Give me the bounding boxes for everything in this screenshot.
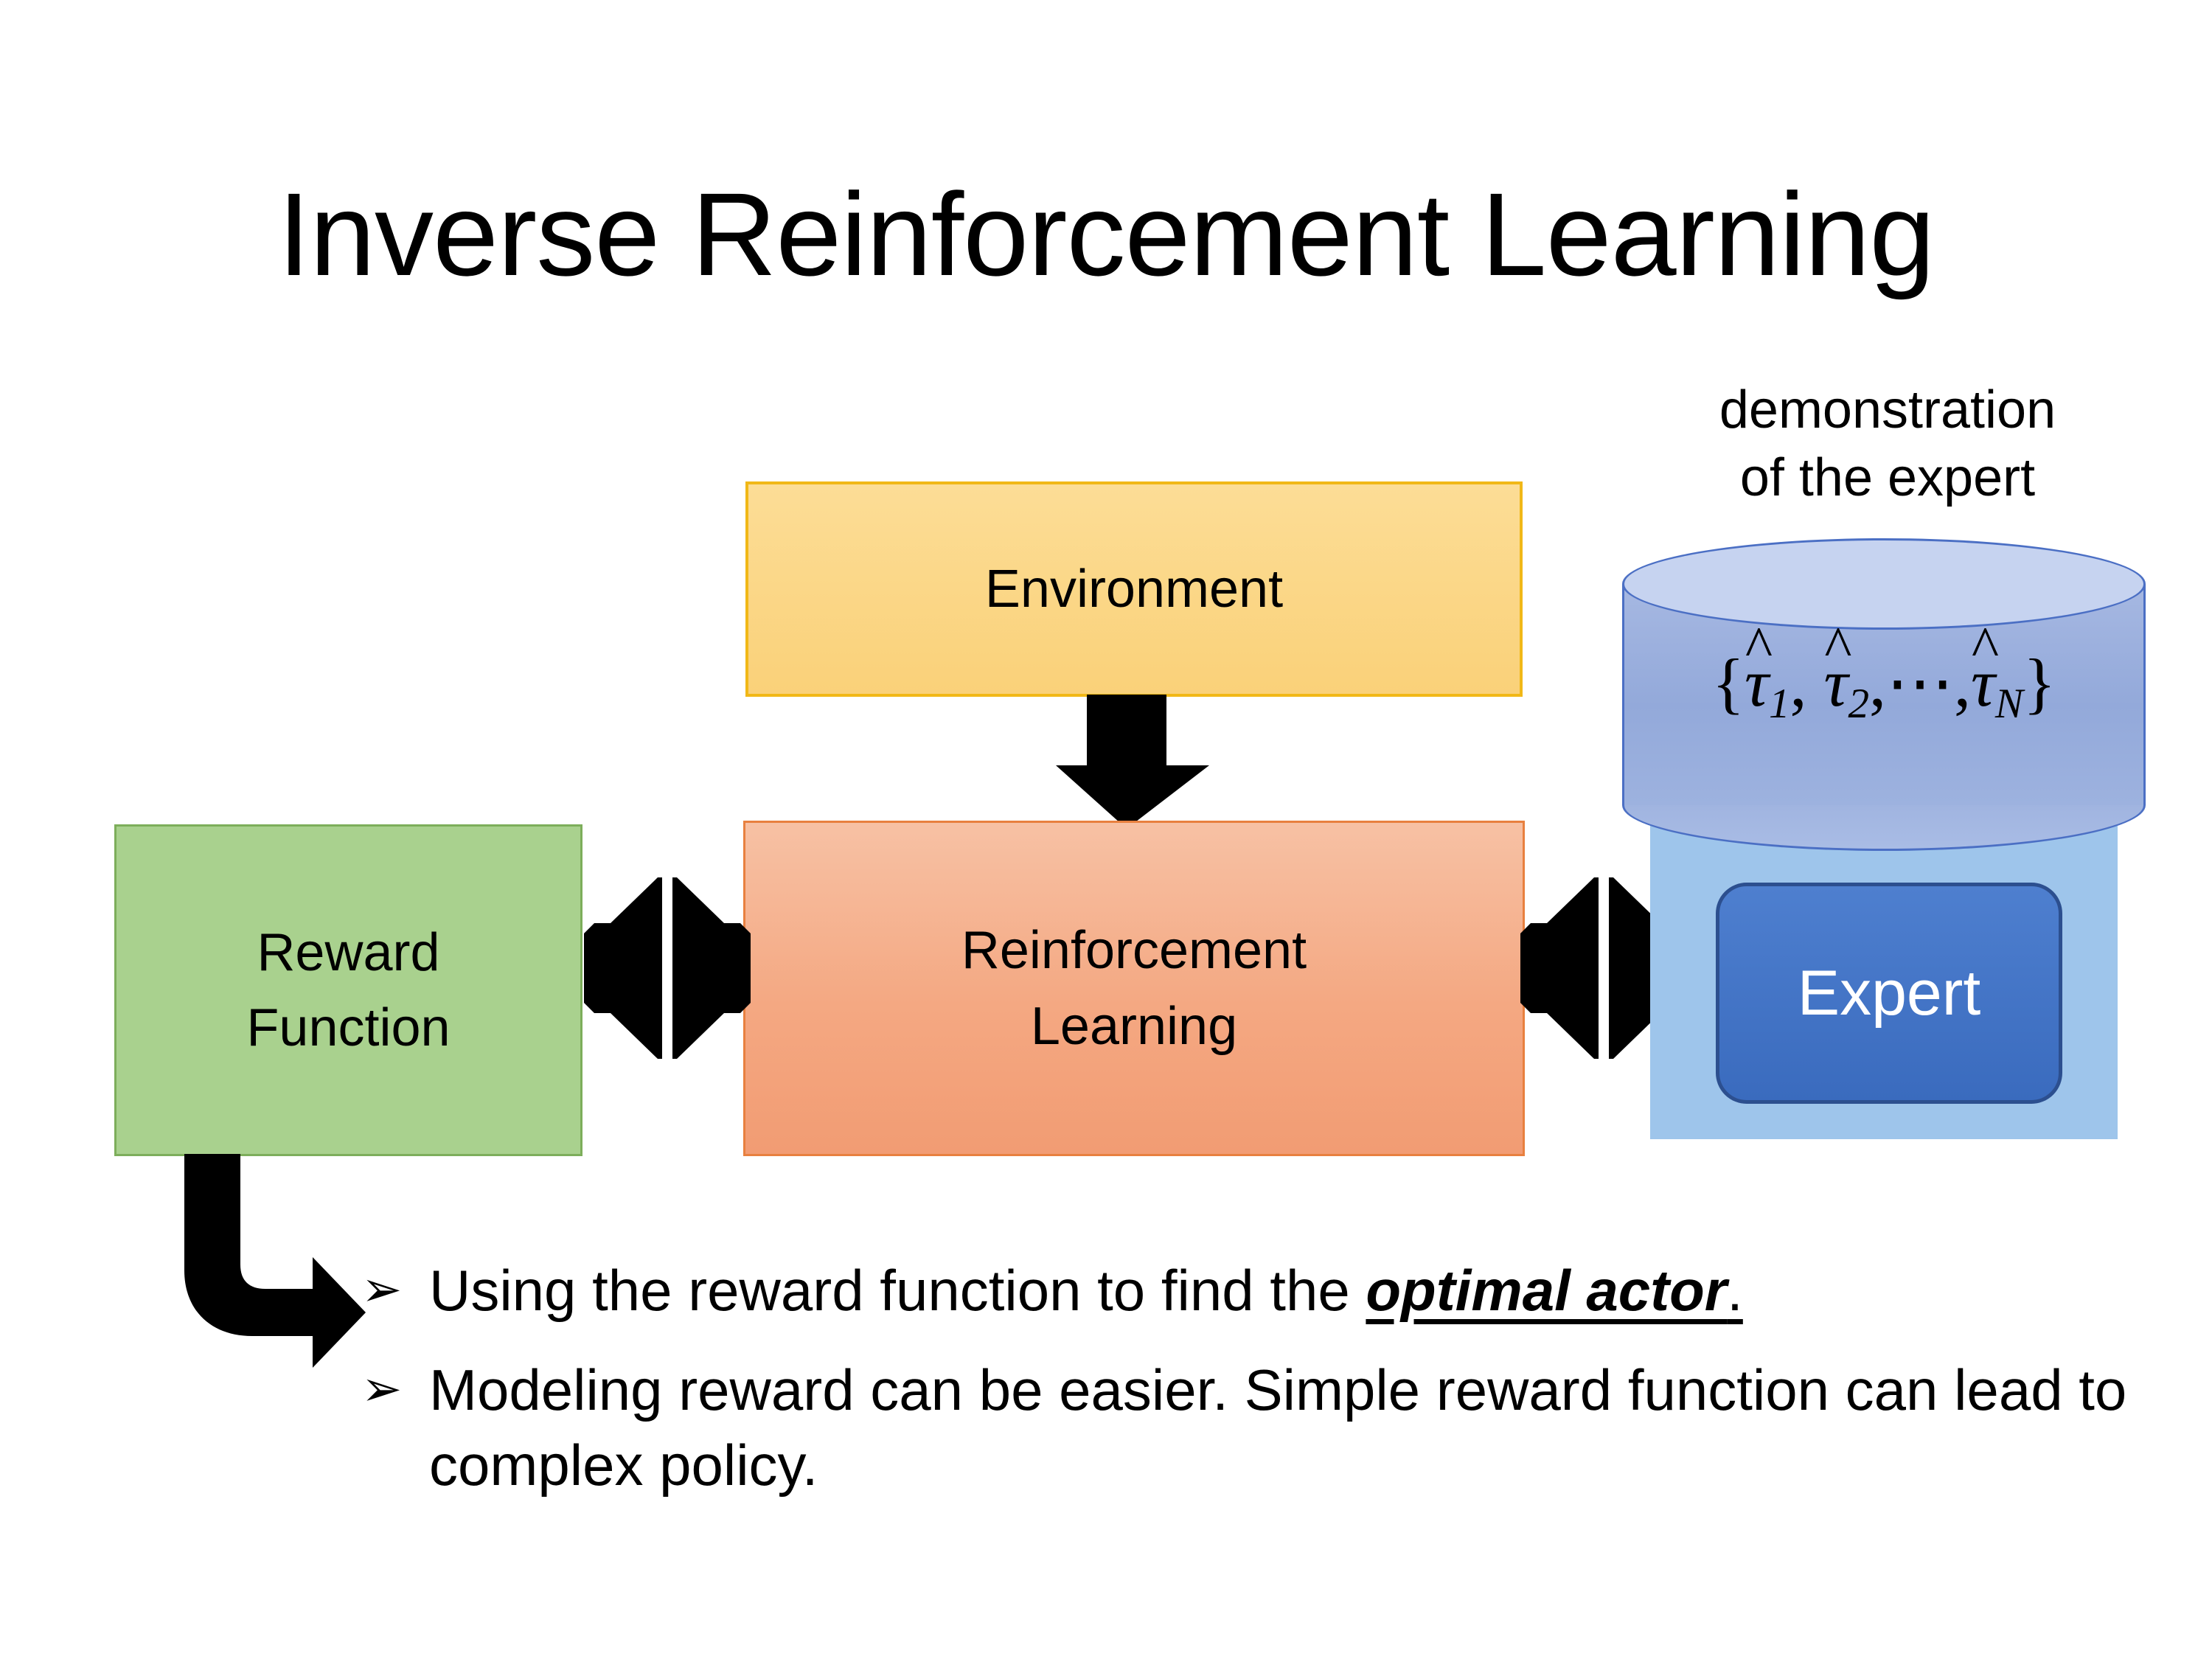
- expert-chip[interactable]: Expert: [1716, 883, 2062, 1104]
- formula-tau-2: τ: [1824, 649, 1848, 717]
- rl-label-line1: Reinforcement: [961, 921, 1307, 981]
- formula-ellipsis: ,⋯,: [1868, 645, 1971, 720]
- page-title: Inverse Reinforcement Learning: [277, 168, 1935, 300]
- formula-open-brace: {: [1711, 645, 1745, 720]
- formula-tau-1: τ: [1745, 649, 1769, 717]
- list-item: ➢ Modeling reward can be easier. Simple …: [361, 1353, 2131, 1503]
- demonstration-caption-line2: of the expert: [1739, 448, 2036, 508]
- reward-label-line2: Function: [246, 998, 451, 1057]
- demonstration-caption-line1: demonstration: [1719, 380, 2056, 439]
- bullet-1-suffix: .: [1727, 1258, 1743, 1323]
- rl-label-line2: Learning: [1030, 996, 1238, 1056]
- bullet-list: ➢ Using the reward function to find the …: [361, 1253, 2131, 1528]
- reward-to-bullet-bent-arrow: [184, 1154, 366, 1368]
- list-item: ➢ Using the reward function to find the …: [361, 1253, 2131, 1328]
- bullet-arrow-icon: ➢: [361, 1262, 403, 1316]
- formula-sub-n: N: [1994, 680, 2023, 727]
- environment-label: Environment: [984, 559, 1284, 619]
- cylinder-top-ellipse: [1622, 538, 2146, 630]
- formula-tau-n: τ: [1971, 649, 1995, 717]
- formula-close-brace: }: [2023, 645, 2056, 720]
- formula-comma-1: ,: [1790, 645, 1824, 720]
- reward-label-line1: Reward: [257, 922, 440, 982]
- bullet-2-text: Modeling reward can be easier. Simple re…: [429, 1357, 2127, 1498]
- expert-chip-label: Expert: [1797, 957, 1981, 1029]
- bullet-arrow-icon: ➢: [361, 1361, 403, 1416]
- trajectory-set-formula: {τ1, τ2,⋯,τN}: [1622, 649, 2146, 725]
- bullet-1-prefix: Using the reward function to find the: [429, 1258, 1366, 1323]
- reinforcement-learning-box[interactable]: Reinforcement Learning: [743, 821, 1525, 1156]
- formula-sub-1: 1: [1768, 680, 1790, 727]
- reward-function-box[interactable]: Reward Function: [114, 824, 582, 1156]
- environment-box[interactable]: Environment: [745, 481, 1523, 697]
- demonstration-cylinder[interactable]: {τ1, τ2,⋯,τN}: [1622, 538, 2146, 851]
- bullet-1-text: Using the reward function to find the op…: [429, 1253, 2131, 1328]
- bullet-1-emphasis: optimal actor: [1366, 1258, 1728, 1323]
- demonstration-caption: demonstration of the expert: [1630, 376, 2146, 512]
- formula-sub-2: 2: [1848, 680, 1869, 727]
- reward-rl-bidirectional-arrow: [584, 877, 751, 1059]
- environment-to-rl-arrow: [1056, 695, 1209, 829]
